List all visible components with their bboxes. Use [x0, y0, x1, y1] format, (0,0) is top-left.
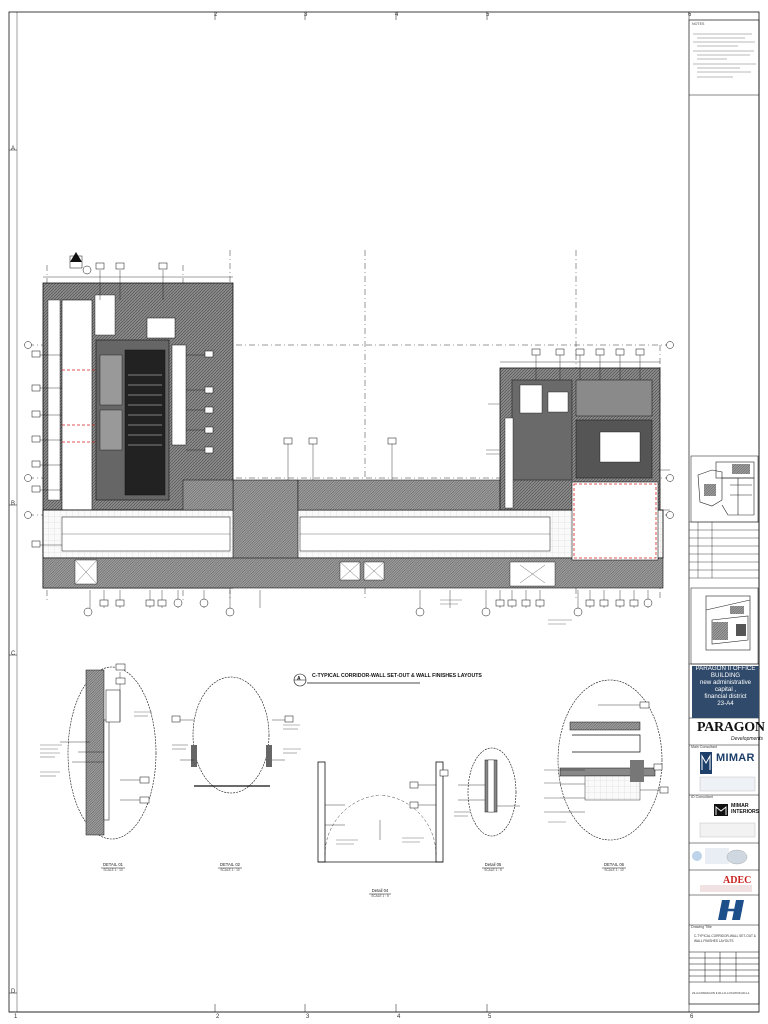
- consultant-logo-mimar: MIMAR: [716, 752, 755, 764]
- project-line-1: PARAGON II OFFICE: [695, 665, 756, 672]
- client-logo-subtitle: Developments: [731, 736, 763, 742]
- grid-bottom-2: 2: [216, 1014, 220, 1020]
- detail-05-scale: SCALE 1 : 5: [484, 868, 502, 872]
- detail-05-name: Detail 05: [484, 862, 502, 867]
- detail-06-scale: SCALE 1 : 10: [604, 868, 624, 872]
- detail-02-label: DETAIL 02 SCALE 1 : 10: [213, 862, 247, 872]
- id-consultant-name-1: MIMAR: [731, 803, 749, 809]
- project-line-3: new administrative capital ,: [699, 678, 752, 693]
- detail-01-label: DETAIL 01 SCALE 1 : 10: [96, 862, 130, 872]
- grid-left-a: A: [11, 146, 16, 152]
- drawing-letter: A: [297, 676, 301, 682]
- project-title-band: PARAGON II OFFICE BUILDING new administr…: [692, 665, 759, 718]
- client-logo-paragon: PARAGON: [697, 720, 765, 735]
- grid-bottom-6: 6: [690, 1014, 694, 1020]
- detail-01-name: DETAIL 01: [102, 862, 123, 867]
- grid-top-6: 6: [688, 12, 692, 18]
- detail-04-label: Detail 04 SCALE 1 : 5: [363, 888, 397, 898]
- detail-01-scale: SCALE 1 : 10: [103, 868, 123, 872]
- sheet-number: 23-A4-PARAGON II-ID-LO-LOCATION-ID-L1: [692, 991, 750, 995]
- grid-bottom-5: 5: [488, 1014, 492, 1020]
- grid-left-d: D: [11, 989, 16, 995]
- drawing-title: C-TYPICAL CORRIDOR-WALL SET-OUT & WALL F…: [312, 673, 482, 679]
- detail-06-name: DETAIL 06: [603, 862, 624, 867]
- project-line-2: BUILDING: [710, 671, 741, 679]
- detail-06-label: DETAIL 06 SCALE 1 : 10: [597, 862, 631, 872]
- grid-top-2: 2: [214, 12, 218, 18]
- detail-02-scale: SCALE 1 : 10: [220, 868, 240, 872]
- id-consultant-name-2: INTERIORS: [731, 808, 760, 815]
- detail-04-scale: SCALE 1 : 5: [371, 894, 389, 898]
- detail-02-name: DETAIL 02: [219, 862, 240, 867]
- detail-05-label: Detail 05 SCALE 1 : 5: [476, 862, 510, 872]
- project-line-5: 23-A4: [717, 699, 734, 707]
- detail-04-name: Detail 04: [371, 888, 389, 893]
- project-line-4: financial district: [704, 692, 747, 700]
- sheet-title-line-1: C-TYPICAL CORRIDOR-WALL SET-OUT &: [694, 934, 756, 938]
- grid-bottom-1: 1: [14, 1014, 18, 1020]
- notes-label: NOTES: [692, 22, 705, 26]
- grid-bottom-4: 4: [397, 1014, 401, 1020]
- grid-top-3: 3: [304, 12, 308, 18]
- grid-top-5: 5: [486, 12, 490, 18]
- id-consultant-label: ID Consultant: [691, 795, 713, 799]
- sheet-title-line-2: WALL FINISHES LAYOUTS: [694, 939, 734, 943]
- grid-left-b: B: [11, 501, 16, 507]
- pm-logo-adec: ADEC: [723, 875, 752, 886]
- consultant-label: Main Consultant: [691, 745, 717, 749]
- id-consultant-logo: MIMAR INTERIORS: [731, 803, 760, 815]
- grid-top-4: 4: [395, 12, 399, 18]
- grid-bottom-3: 3: [306, 1014, 310, 1020]
- grid-left-c: C: [11, 651, 16, 657]
- drawing-title-label: Drawing Title: [691, 925, 712, 929]
